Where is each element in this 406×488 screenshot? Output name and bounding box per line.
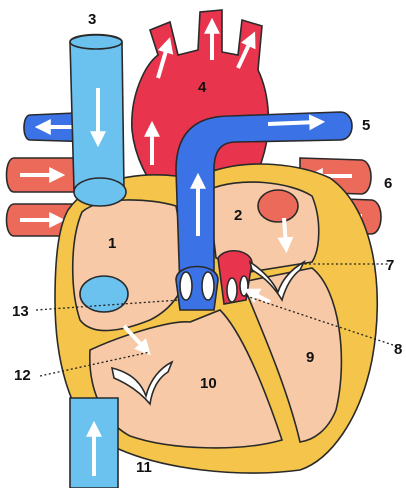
label-7-mitral-valve: 7 (386, 257, 394, 274)
label-3-superior-vena-cava: 3 (88, 11, 96, 28)
inferior-vena-cava (70, 398, 118, 488)
label-12-tricuspid-valve: 12 (14, 367, 31, 384)
label-6-pulmonary-veins: 6 (384, 175, 392, 192)
label-5-pulmonary-artery: 5 (362, 117, 370, 134)
label-2-left-atrium: 2 (234, 207, 242, 224)
label-4-aorta: 4 (198, 79, 207, 96)
superior-vena-cava (70, 35, 126, 207)
pulmonary-trunk-arrow (268, 122, 318, 124)
label-9-left-ventricle: 9 (306, 349, 314, 366)
pulmonary-valve (176, 267, 218, 311)
label-8-aortic-valve: 8 (394, 341, 402, 358)
label-11-inferior-vena-cava: 11 (136, 459, 152, 476)
left-atrium-arrow (284, 218, 286, 246)
label-10-right-ventricle: 10 (200, 375, 217, 392)
label-1-right-atrium: 1 (108, 235, 116, 252)
label-13-pulmonary-valve: 13 (12, 303, 29, 320)
